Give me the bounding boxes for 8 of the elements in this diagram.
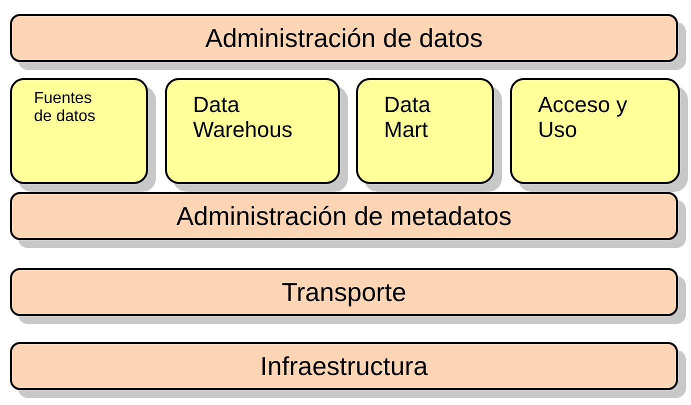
layer-title: Transporte xyxy=(282,276,406,308)
component-label: Data Mart xyxy=(384,92,432,143)
component-label: Fuentes de datos xyxy=(34,90,96,127)
component-label: Acceso y Uso xyxy=(538,92,628,143)
layer-title: Administración de metadatos xyxy=(176,200,512,232)
layer-title: Infraestructura xyxy=(260,350,428,382)
component-label: Data Warehous xyxy=(193,92,294,143)
layer-title: Administración de datos xyxy=(205,22,483,54)
